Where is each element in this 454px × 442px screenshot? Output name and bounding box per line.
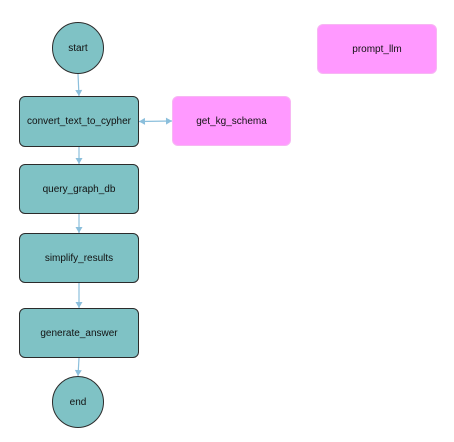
end-label: end	[69, 396, 87, 408]
query-graph-db-node[interactable]: query_graph_db	[19, 164, 139, 214]
arrowhead-generate	[75, 302, 83, 308]
arrowhead-simplify	[75, 227, 83, 233]
generate-answer-node[interactable]: generate_answer	[19, 308, 139, 358]
arrowhead-kg_schema	[165, 117, 172, 125]
prompt-llm-label: prompt_llm	[352, 43, 402, 55]
prompt-llm-node[interactable]: prompt_llm	[317, 24, 437, 74]
generate-answer-label: generate_answer	[40, 327, 118, 339]
query-graph-db-label: query_graph_db	[42, 183, 116, 195]
simplify-results-label: simplify_results	[44, 252, 114, 264]
arrowhead-convert	[75, 89, 83, 96]
start-node[interactable]: start	[52, 22, 104, 74]
convert-text-to-cypher-node[interactable]: convert_text_to_cypher	[19, 96, 139, 147]
simplify-results-node[interactable]: simplify_results	[19, 233, 139, 283]
convert-text-to-cypher-label: convert_text_to_cypher	[27, 116, 131, 127]
arrowhead-query	[75, 158, 83, 164]
arrowhead-convert	[139, 117, 146, 125]
get-kg-schema-node[interactable]: get_kg_schema	[172, 96, 291, 146]
end-node[interactable]: end	[52, 376, 104, 428]
arrowhead-end	[74, 369, 82, 376]
start-label: start	[68, 42, 88, 54]
get-kg-schema-label: get_kg_schema	[196, 115, 267, 127]
